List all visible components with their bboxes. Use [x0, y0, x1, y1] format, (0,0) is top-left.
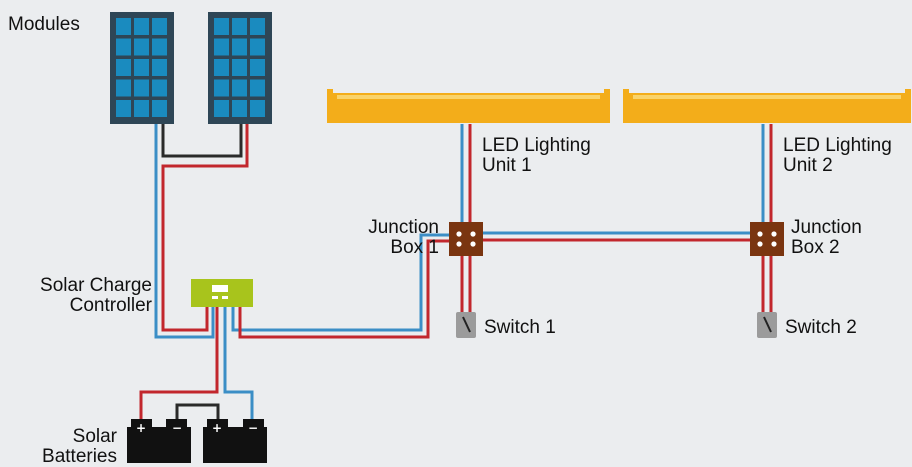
solar-cell — [232, 18, 247, 35]
wire-jb1-blue — [231, 233, 452, 332]
solar-cell — [232, 100, 247, 117]
solar-cell — [250, 38, 265, 56]
solar-cell — [152, 79, 167, 97]
wire-panel-blue — [154, 124, 215, 339]
solar-cell — [214, 100, 229, 117]
led-tube-icon — [327, 89, 610, 123]
solar-cell — [214, 79, 229, 97]
solar-cell — [250, 79, 265, 97]
battery-icon — [127, 419, 191, 463]
solar-cell — [214, 38, 229, 56]
wire-battery-red — [139, 307, 219, 424]
junction-box-icon — [750, 222, 784, 256]
battery-2-minus: − — [248, 421, 258, 435]
solar-cell — [116, 38, 131, 56]
solar-cell — [250, 18, 265, 35]
solar-cell — [214, 59, 229, 76]
battery-2-plus: + — [212, 421, 222, 435]
wire-battery-blue — [223, 307, 254, 424]
battery-icon — [203, 419, 267, 463]
led-tube-icon — [623, 89, 911, 123]
solar-cell — [232, 79, 247, 97]
solar-panel-icon — [208, 12, 272, 124]
solar-cell — [152, 100, 167, 117]
solar-cell — [232, 59, 247, 76]
battery-1-plus: + — [136, 421, 146, 435]
solar-cell — [134, 38, 149, 56]
wire-panel-link — [161, 124, 243, 158]
solar-cell — [232, 38, 247, 56]
switch-icon — [757, 312, 777, 338]
modules-label: Modules — [8, 14, 80, 35]
solar-cell — [134, 79, 149, 97]
switch-2-label: Switch 2 — [785, 317, 857, 338]
wire-jb1-red — [238, 239, 452, 339]
solar-cell — [134, 100, 149, 117]
charge-controller-icon — [191, 279, 253, 307]
solar-cell — [152, 18, 167, 35]
solar-cell — [116, 18, 131, 35]
solar-cell — [152, 38, 167, 56]
solar-cell — [152, 59, 167, 76]
wire-panel-red — [161, 124, 249, 332]
solar-cell — [250, 59, 265, 76]
solar-cell — [116, 59, 131, 76]
solar-cell — [134, 18, 149, 35]
wires — [139, 124, 773, 424]
solar-cell — [116, 79, 131, 97]
switch-icon — [456, 312, 476, 338]
solar-cell — [116, 100, 131, 117]
solar-cell — [134, 59, 149, 76]
battery-1-minus: − — [172, 421, 182, 435]
solar-panel-icon — [110, 12, 174, 124]
solar-cell — [214, 18, 229, 35]
switch-1-label: Switch 1 — [484, 317, 556, 338]
junction-box-icon — [449, 222, 483, 256]
wire-battery-link — [175, 403, 220, 424]
solar-cell — [250, 100, 265, 117]
